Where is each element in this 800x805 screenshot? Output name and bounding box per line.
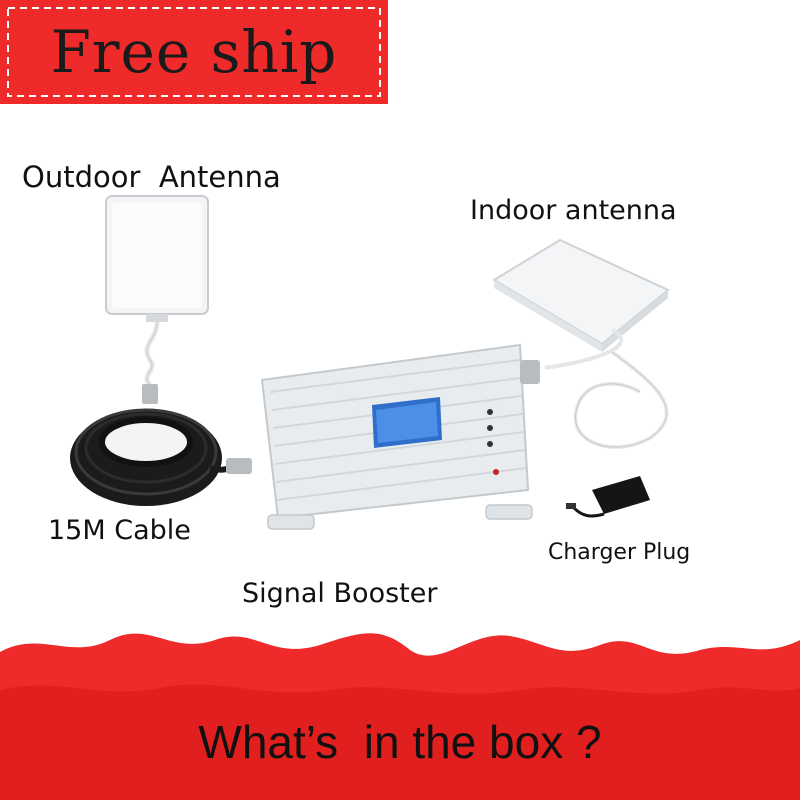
cable-coil-icon (70, 408, 252, 506)
cable-label: 15M Cable (48, 515, 191, 546)
free-ship-text: Free ship (50, 18, 338, 86)
outdoor-antenna-icon (105, 195, 209, 404)
whats-in-the-box-heading: What’s in the box ? (198, 716, 602, 768)
indoor-antenna-icon (492, 238, 670, 450)
signal-booster-icon (260, 343, 540, 530)
outdoor-antenna-label: Outdoor Antenna (22, 160, 281, 194)
signal-booster-label: Signal Booster (242, 578, 438, 609)
charger-plug-label: Charger Plug (548, 540, 691, 565)
indoor-antenna-label: Indoor antenna (470, 195, 677, 226)
charger-plug-icon (566, 476, 650, 518)
footer-flames (0, 633, 800, 800)
free-ship-banner (0, 0, 388, 104)
